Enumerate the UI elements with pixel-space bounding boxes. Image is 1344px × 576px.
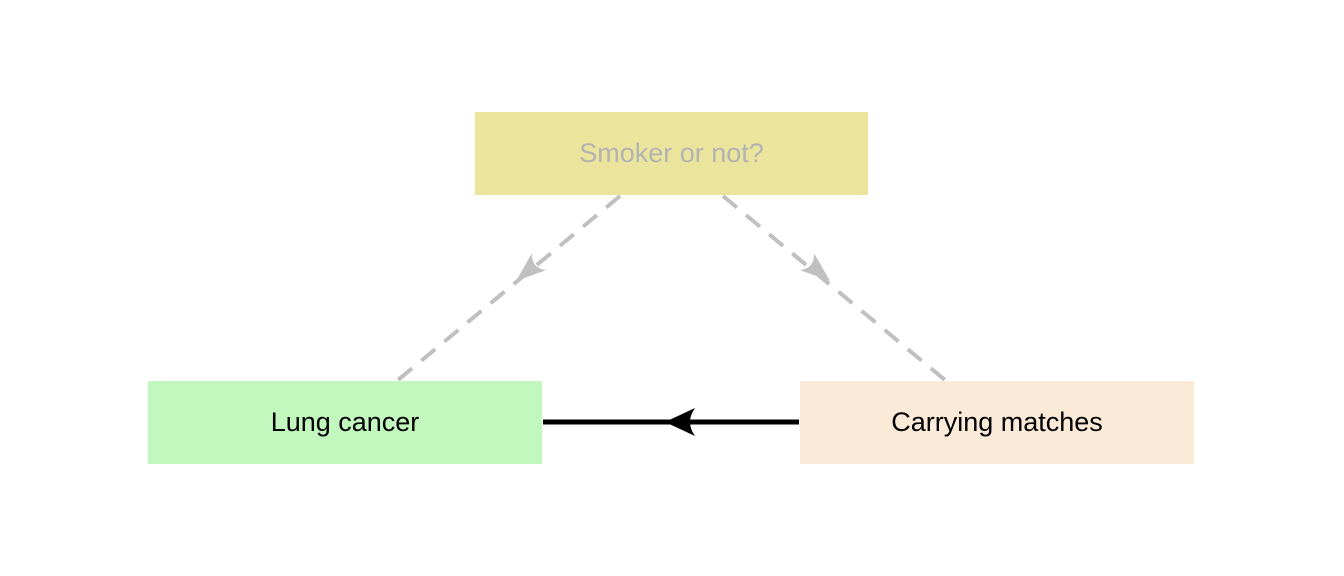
node-lung-cancer-label: Lung cancer [270, 407, 420, 437]
arrowhead-smoker-to-carrying-matches [799, 253, 830, 281]
node-lung-cancer[interactable]: Lung cancer [148, 381, 542, 464]
node-carrying-matches-label: Carrying matches [891, 407, 1103, 437]
arrowhead-smoker-to-lung-cancer [516, 253, 547, 281]
edge-line-smoker-to-carrying-matches [721, 194, 947, 382]
edge-smoker-to-lung-cancer [396, 194, 622, 382]
node-smoker-or-not-label: Smoker or not? [579, 138, 764, 168]
node-smoker-or-not[interactable]: Smoker or not? [475, 112, 868, 195]
node-carrying-matches[interactable]: Carrying matches [800, 381, 1194, 464]
edge-line-smoker-to-lung-cancer [396, 194, 622, 382]
edge-smoker-to-carrying-matches [721, 194, 947, 382]
edge-carrying-matches-to-lung-cancer [543, 408, 799, 436]
arrowhead-carrying-matches-to-lung-cancer [665, 408, 695, 436]
